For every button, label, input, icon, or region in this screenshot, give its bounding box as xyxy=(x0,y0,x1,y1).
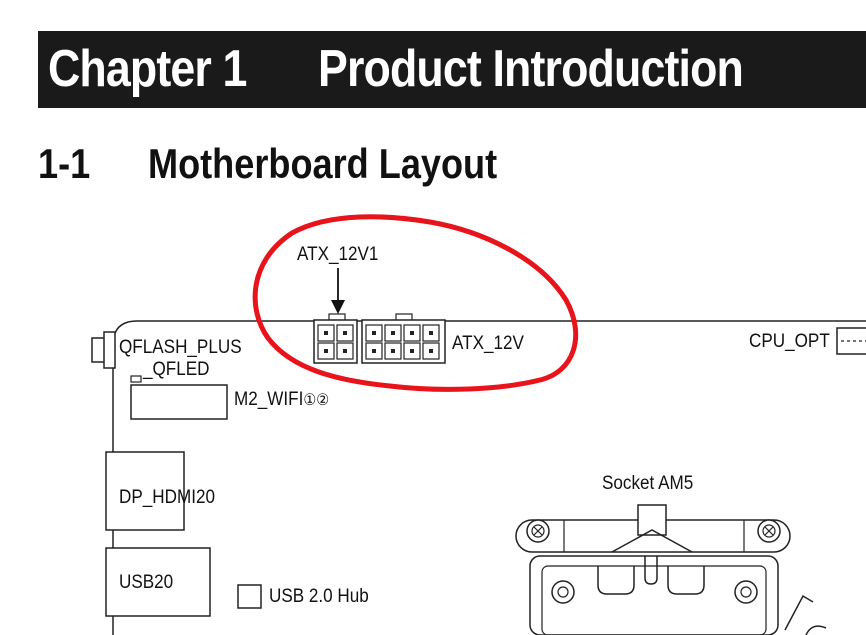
chapter-title: Product Introduction xyxy=(318,40,744,98)
atx-12v1-connector xyxy=(313,313,358,364)
usb-hub-label: USB 2.0 Hub xyxy=(269,586,369,607)
usb20-port xyxy=(105,547,211,617)
socket-am5 xyxy=(515,504,827,635)
dp-hdmi20-port xyxy=(105,451,185,531)
section-number: 1-1 xyxy=(38,140,91,187)
cpu-opt-label: CPU_OPT xyxy=(749,331,830,352)
m2-wifi-label: M2_WIFI①② xyxy=(234,389,329,412)
chapter-number: Chapter 1 xyxy=(48,40,247,98)
atx-12v1-arrowhead xyxy=(331,300,345,314)
qflash-plus-body xyxy=(103,331,116,369)
usb-hub-chip xyxy=(237,584,262,609)
dp-hdmi20-label: DP_HDMI20 xyxy=(119,487,215,508)
chapter-header-bar xyxy=(38,31,866,108)
highlight-circle xyxy=(252,214,579,392)
cpu-opt-header xyxy=(836,327,866,355)
atx-12v1-label: ATX_12V1 xyxy=(297,244,379,265)
atx-12v-connector xyxy=(361,313,446,364)
m2-wifi-label-text: M2_WIFI xyxy=(234,389,304,410)
atx-12v-label: ATX_12V xyxy=(452,333,524,354)
qfled-led-shape xyxy=(130,375,142,383)
qfled-label: _QFLED xyxy=(143,359,210,380)
usb20-label: USB20 xyxy=(119,572,174,593)
m2-wifi-slot-numbers: ①② xyxy=(303,392,330,409)
m2-wifi-slot xyxy=(130,384,228,420)
section-title: Motherboard Layout xyxy=(148,140,498,187)
socket-am5-label: Socket AM5 xyxy=(602,473,694,494)
qflash-plus-label: QFLASH_PLUS xyxy=(119,337,242,358)
